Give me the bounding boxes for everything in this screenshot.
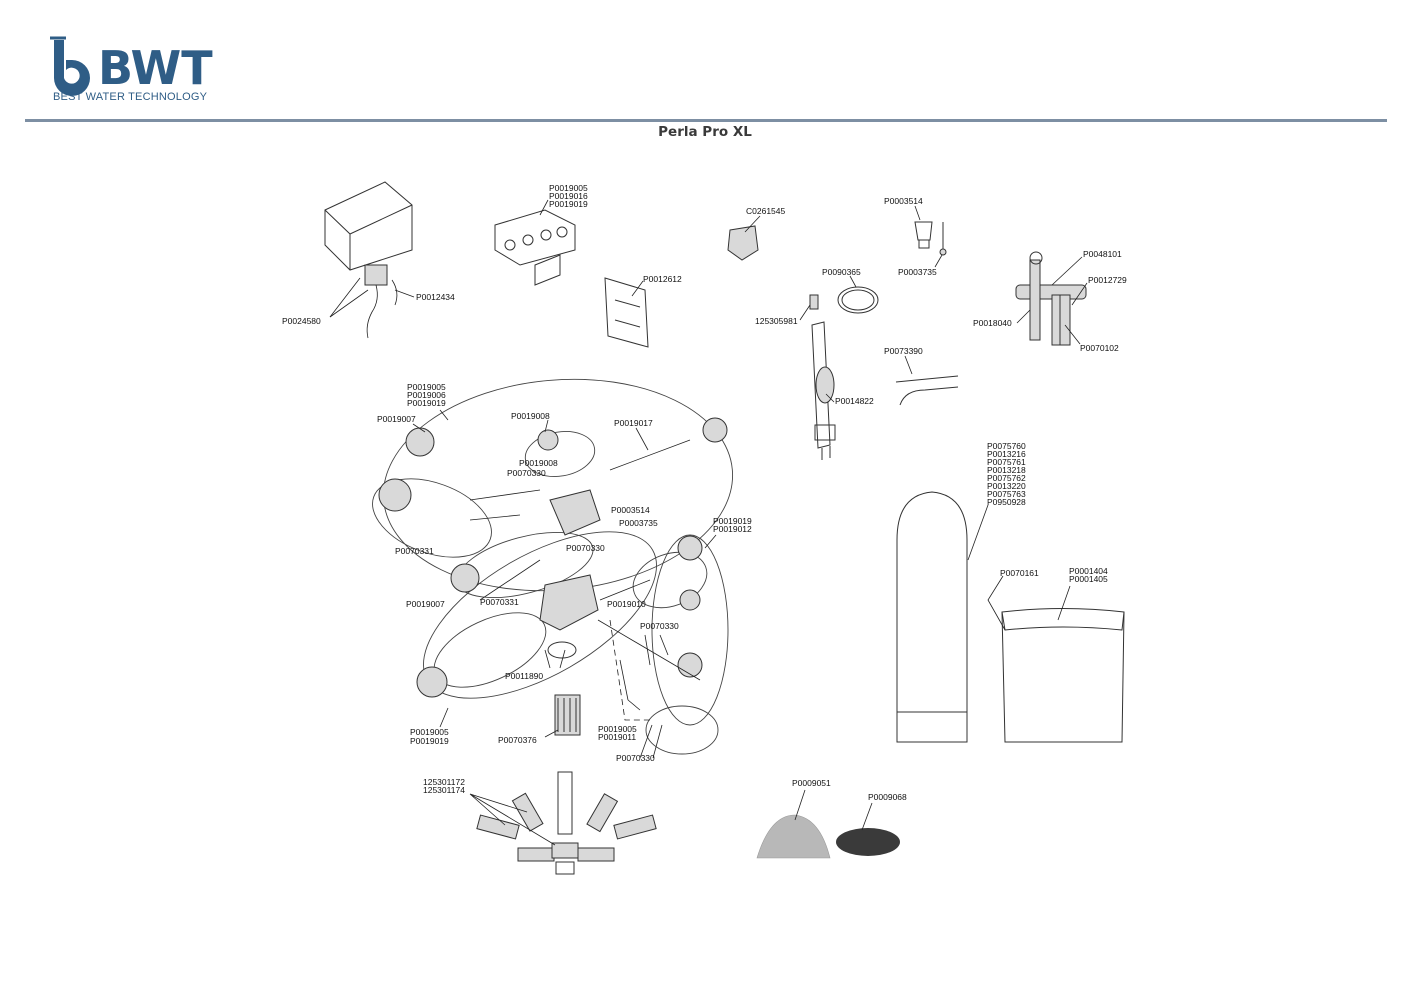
label-P0009068: P0009068: [868, 792, 907, 802]
label-P0019006-a: P0019006: [407, 390, 446, 400]
label-P0019005-c: P0019005: [598, 724, 637, 734]
label-tank-code-6: P0013220: [987, 481, 1026, 491]
label-P0012729: P0012729: [1088, 275, 1127, 285]
label-P0019005-a: P0019005: [407, 382, 446, 392]
brine-tank: [987, 575, 1125, 743]
screw-parts: [914, 205, 947, 268]
label-P0019019-a: P0019019: [407, 398, 446, 408]
label-P0009051: P0009051: [792, 778, 831, 788]
label-P0070331-a: P0070331: [395, 546, 434, 556]
label-P0019017: P0019017: [614, 418, 653, 428]
label-P0003514-mid: P0003514: [611, 505, 650, 515]
label-125301174: 125301174: [423, 785, 465, 795]
label-P0070330-d: P0070330: [616, 753, 655, 763]
page-title: Perla Pro XL: [658, 124, 752, 140]
label-tank-code-3: P0075761: [987, 457, 1026, 467]
piston-block: [494, 199, 576, 286]
svg-text:BWT: BWT: [98, 41, 213, 95]
label-P0070102: P0070102: [1080, 343, 1119, 353]
valve-exploded-view: [372, 378, 734, 759]
label-P0012612: P0012612: [643, 274, 682, 284]
label-P0070330-c: P0070330: [640, 621, 679, 631]
bracket-plate: [604, 277, 649, 348]
label-P0019019-b: P0019019: [410, 736, 449, 746]
header-divider: [25, 119, 1387, 122]
label-P0070376: P0070376: [498, 735, 537, 745]
flex-hoses: [895, 355, 959, 406]
media-gravel: [756, 789, 831, 859]
label-P0003514-top: P0003514: [884, 196, 923, 206]
resin-tank: [896, 491, 989, 743]
turbine-part: [727, 215, 761, 261]
label-tank-code-2: P0013216: [987, 449, 1026, 459]
label-P0070330-b: P0070330: [566, 543, 605, 553]
label-tank-code-4: P0013218: [987, 465, 1026, 475]
label-P0024580: P0024580: [282, 316, 321, 326]
label-P0001404: P0001404: [1069, 566, 1108, 576]
brine-valve: [799, 294, 836, 460]
label-P0073390: P0073390: [884, 346, 923, 356]
logo-tagline: BEST WATER TECHNOLOGY: [53, 91, 208, 103]
label-tank-code-1: P0075760: [987, 441, 1026, 451]
label-P0019008-a: P0019008: [511, 411, 550, 421]
label-P0014822: P0014822: [835, 396, 874, 406]
bypass-valve: [1015, 251, 1088, 346]
label-P0070161: P0070161: [1000, 568, 1039, 578]
tubing: [837, 275, 879, 314]
label-P0001405: P0001405: [1069, 574, 1108, 584]
label-tank-code-7: P0075763: [987, 489, 1026, 499]
label-P0019016-top: P0019016: [549, 191, 588, 201]
bwt-logo: BWT: [50, 36, 213, 96]
label-P0019010: P0019010: [607, 599, 646, 609]
label-P0048101: P0048101: [1083, 249, 1122, 259]
label-P0003735-top: P0003735: [898, 267, 937, 277]
label-P0018040: P0018040: [973, 318, 1012, 328]
media-resin: [836, 802, 900, 856]
label-125305981: 125305981: [755, 316, 798, 326]
label-P0012434: P0012434: [416, 292, 455, 302]
label-P0019019-r: P0019019: [713, 516, 752, 526]
label-P0019007-b: P0019007: [406, 599, 445, 609]
label-P0019008-b: P0019008: [519, 458, 558, 468]
label-P0019012: P0019012: [713, 524, 752, 534]
controller-box: [324, 181, 415, 339]
label-tank-code-5: P0075762: [987, 473, 1026, 483]
label-tank-code-8: P0950928: [987, 497, 1026, 507]
label-P0003735-mid: P0003735: [619, 518, 658, 528]
label-P0019005-top: P0019005: [549, 183, 588, 193]
distributor: [469, 771, 657, 875]
label-P0019011: P0019011: [598, 732, 636, 742]
label-P0070330-a: P0070330: [507, 468, 546, 478]
label-C0261545: C0261545: [746, 206, 786, 216]
label-P0019007-a: P0019007: [377, 414, 416, 424]
label-P0090365: P0090365: [822, 267, 861, 277]
cartridge-filter: [544, 694, 581, 738]
label-125301172: 125301172: [423, 777, 465, 787]
label-P0011890: P0011890: [505, 671, 543, 681]
label-P0019005-b: P0019005: [410, 727, 449, 737]
label-P0019019-top: P0019019: [549, 199, 588, 209]
label-P0070331-b: P0070331: [480, 597, 519, 607]
